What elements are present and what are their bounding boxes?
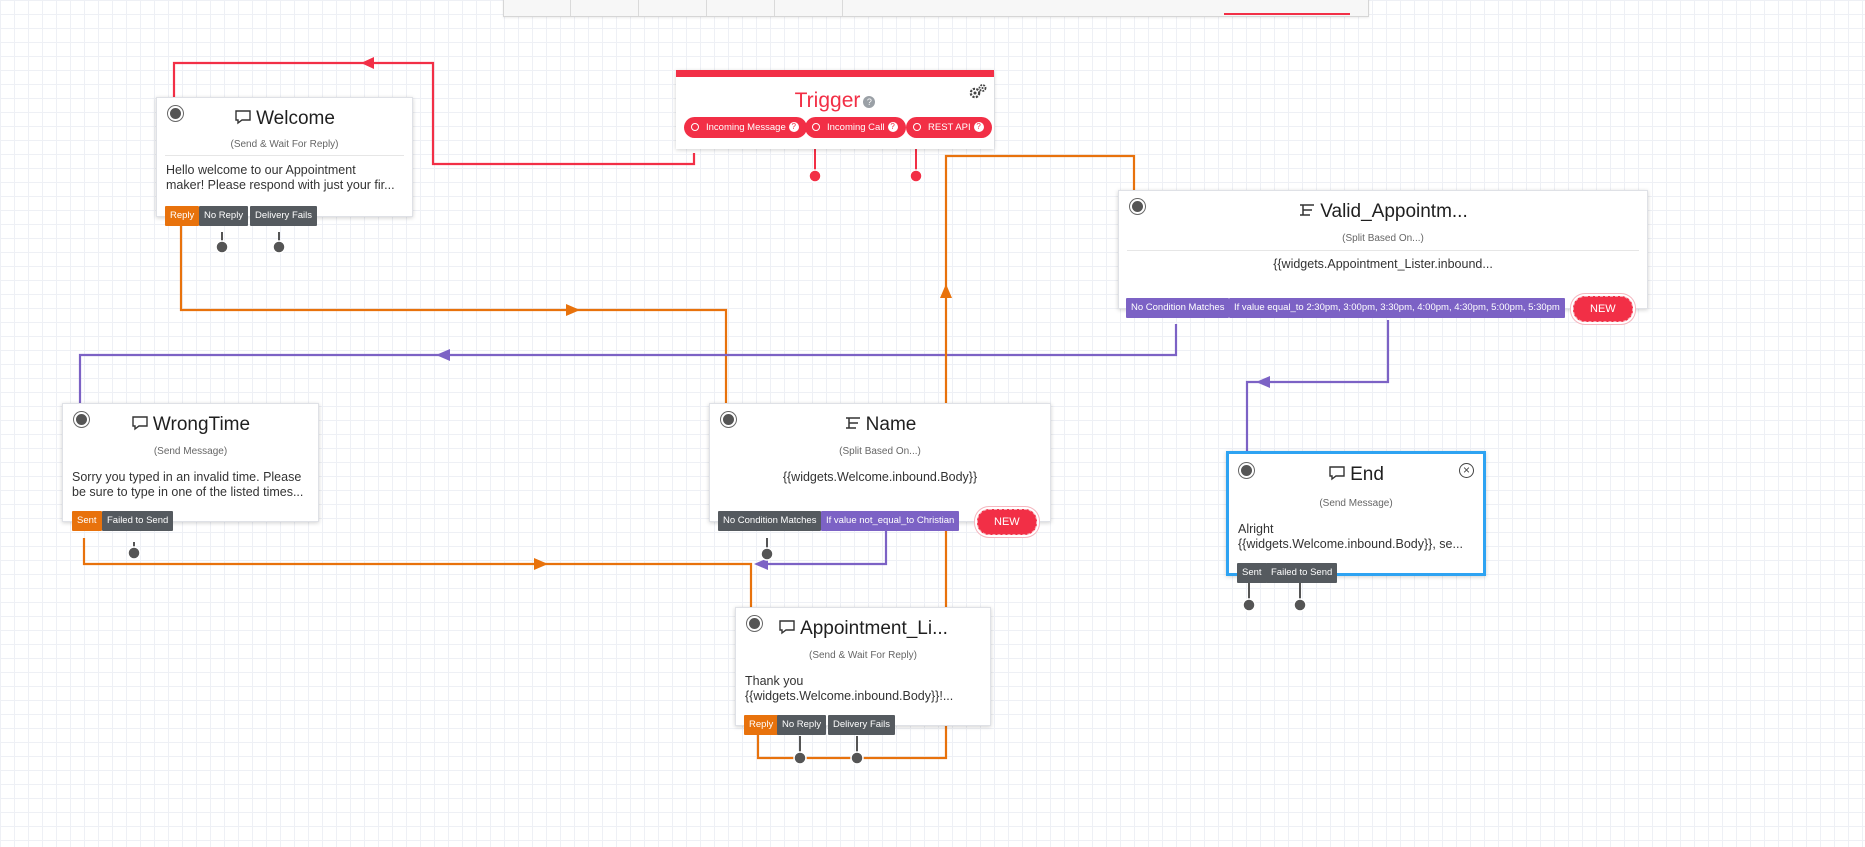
message-bubble-icon [235,110,251,125]
widget-title: WrongTime [63,414,318,436]
new-transition-button[interactable]: NEW [977,509,1037,535]
trigger-incoming-message[interactable]: Incoming Message? [684,117,807,138]
widget-title: Appointment_Li... [736,618,990,640]
message-bubble-icon [779,620,795,635]
widget-body: Thank you {{widgets.Welcome.inbound.Body… [745,674,954,703]
question-circle-icon: ? [887,122,898,132]
question-circle-icon: ? [788,122,799,132]
widget-title: Name [710,414,1050,436]
input-port[interactable] [747,616,762,631]
new-transition-button[interactable]: NEW [1573,296,1633,322]
message-bubble-icon [132,416,148,431]
trigger-incoming-call[interactable]: Incoming Call? [805,117,906,138]
widget-name-split[interactable]: Name (Split Based On...) {{widgets.Welco… [709,403,1051,522]
input-port[interactable] [74,412,89,427]
widget-subtitle: (Split Based On...) [1342,233,1424,244]
input-port[interactable] [721,412,736,427]
port-reply[interactable]: Reply [165,206,200,226]
port-reply[interactable]: Reply [744,715,779,735]
ring-icon [812,123,820,131]
input-port[interactable] [1239,463,1254,478]
question-circle-icon[interactable]: ? [863,96,876,108]
port-condition[interactable]: If value equal_to 2:30pm, 3:00pm, 3:30pm… [1229,298,1565,318]
port-failed-to-send[interactable]: Failed to Send [1266,563,1338,583]
widget-subtitle: (Split Based On...) [839,446,921,457]
port-delivery-fails[interactable]: Delivery Fails [828,715,896,735]
widget-welcome[interactable]: Welcome (Send & Wait For Reply) Hello we… [156,97,413,217]
wire-valid-to-end [1245,320,1390,462]
close-circle-icon[interactable]: × [1459,463,1474,478]
gears-icon[interactable] [968,83,988,101]
trigger-port-dot [808,169,822,183]
wire-trigger-to-welcome [172,61,696,166]
widget-subtitle: (Send Message) [153,446,228,457]
arrow-head [566,304,580,316]
widget-appointment-lister[interactable]: Appointment_Li... (Send & Wait For Reply… [735,607,991,726]
ring-icon [913,123,921,131]
widget-subtitle: (Send & Wait For Reply) [809,650,917,661]
arrow-head [361,57,374,69]
widget-wrongtime[interactable]: WrongTime (Send Message) Sorry you typed… [62,403,319,522]
widget-subtitle: (Send & Wait For Reply) [230,139,339,150]
welcome-port-dot [215,240,229,254]
arrow-head [1256,376,1270,388]
widget-body: {{widgets.Appointment_Lister.inbound... [1273,257,1493,271]
port-no-reply[interactable]: No Reply [777,715,827,735]
arrow-head [940,284,952,298]
port-sent[interactable]: Sent [72,511,102,531]
widget-title: Valid_Appointm... [1119,201,1647,223]
widget-title: End [1229,464,1483,486]
name-port-dot [760,547,774,561]
port-delivery-fails[interactable]: Delivery Fails [250,206,318,226]
message-bubble-icon [1329,466,1345,481]
port-no-condition-matches[interactable]: No Condition Matches [1126,298,1230,318]
wire-valid-to-wrongtime [78,324,1178,410]
port-no-condition-matches[interactable]: No Condition Matches [718,511,822,531]
input-port[interactable] [168,106,183,121]
arrow-head [436,349,450,361]
trigger-title: Trigger? [676,89,994,113]
port-no-reply[interactable]: No Reply [199,206,249,226]
welcome-port-dot [272,240,286,254]
split-icon [1300,204,1315,216]
trigger-widget[interactable]: Trigger? Incoming Message? Incoming Call… [676,70,994,149]
appointment-port-dot [850,751,864,765]
arrow-head [754,558,768,570]
widget-valid-appointment-split[interactable]: Valid_Appointm... (Split Based On...) {{… [1118,190,1648,309]
port-failed-to-send[interactable]: Failed to Send [102,511,174,531]
end-port-dot [1293,598,1307,612]
widget-body: Alright {{widgets.Welcome.inbound.Body}}… [1238,522,1463,551]
wire-name-to-appointment [768,530,888,566]
trigger-port-dot [909,169,923,183]
widget-subtitle: (Send Message) [1319,498,1393,509]
wire-wrongtime-to-appointment [82,538,753,615]
widget-body: Hello welcome to our Appointment maker! … [166,163,395,192]
widget-body: {{widgets.Welcome.inbound.Body}} [782,470,978,484]
appointment-port-dot [793,751,807,765]
widget-body: Sorry you typed in an invalid time. Plea… [72,470,304,499]
wrongtime-port-dot [127,546,141,560]
port-condition[interactable]: If value not_equal_to Christian [821,511,960,531]
top-panel-strip [503,0,1369,17]
port-sent[interactable]: Sent [1237,563,1267,583]
end-port-dot [1242,598,1256,612]
ring-icon [691,123,699,131]
split-icon [845,417,860,429]
wire-welcome-to-name [179,226,728,413]
divider [165,155,404,156]
divider [1127,250,1639,251]
trigger-rest-api[interactable]: REST API? [906,117,992,138]
arrow-head [534,558,548,570]
input-port[interactable] [1130,199,1145,214]
widget-title: Welcome [157,108,412,130]
widget-end[interactable]: × End (Send Message) Alright {{widgets.W… [1226,451,1486,576]
question-circle-icon: ? [973,122,984,132]
